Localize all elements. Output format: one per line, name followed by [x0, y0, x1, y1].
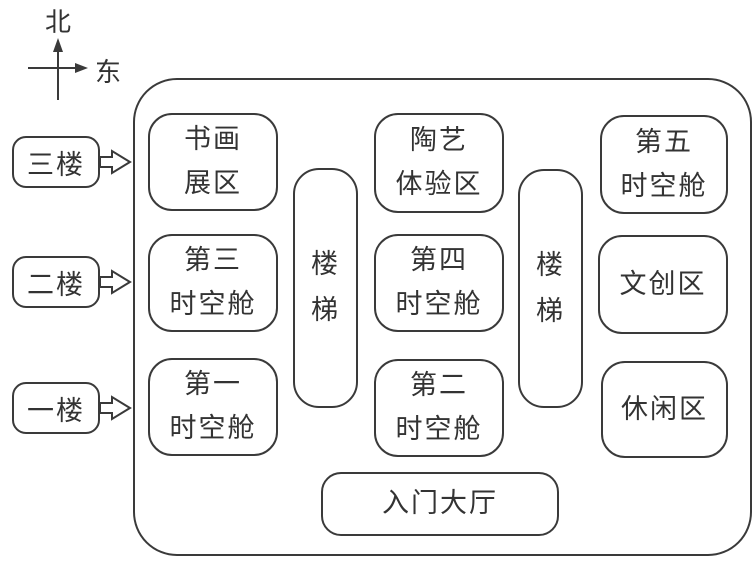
stairs-label: 楼 — [311, 249, 340, 280]
room-label: 时空舱 — [169, 289, 257, 320]
room-label: 第五 — [635, 126, 693, 158]
room-label: 展区 — [184, 168, 242, 199]
floor-3-arrow-icon — [99, 149, 132, 175]
room-capsule-1[interactable]: 第一 时空舱 — [148, 358, 278, 456]
room-pottery-experience[interactable]: 陶艺 体验区 — [374, 113, 504, 213]
room-label: 时空舱 — [620, 170, 708, 202]
room-label: 第二 — [410, 370, 468, 401]
room-label: 时空舱 — [395, 289, 483, 320]
floor-label-1: 一楼 — [12, 382, 100, 434]
floor-label-2: 二楼 — [12, 256, 100, 308]
room-label: 入门大厅 — [382, 488, 498, 519]
stairs-label: 梯 — [311, 295, 340, 326]
floor-1-arrow-icon — [99, 395, 132, 421]
floor-2-arrow-icon — [99, 269, 132, 295]
room-capsule-2[interactable]: 第二 时空舱 — [374, 359, 504, 457]
room-leisure[interactable]: 休闲区 — [601, 361, 728, 458]
room-label: 第三 — [184, 245, 242, 276]
north-label: 北 — [45, 8, 72, 38]
room-label: 文创区 — [619, 268, 707, 300]
floor-arrows — [99, 149, 132, 421]
room-label: 时空舱 — [169, 413, 257, 444]
east-label: 东 — [95, 58, 122, 88]
stairs-left[interactable]: 楼 梯 — [293, 168, 358, 408]
room-capsule-3[interactable]: 第三 时空舱 — [148, 234, 278, 332]
room-label: 陶艺 — [410, 125, 468, 156]
room-label: 体验区 — [395, 169, 483, 200]
room-capsule-5[interactable]: 第五 时空舱 — [600, 115, 728, 214]
room-label: 休闲区 — [621, 393, 708, 425]
room-capsule-4[interactable]: 第四 时空舱 — [374, 234, 504, 332]
stairs-label: 楼 — [536, 249, 565, 281]
room-calligraphy-exhibition[interactable]: 书画 展区 — [148, 113, 278, 211]
compass-arrows-icon — [28, 38, 88, 100]
room-label: 书画 — [184, 124, 242, 155]
room-entrance-lobby[interactable]: 入门大厅 — [321, 472, 559, 536]
stairs-label: 梯 — [536, 295, 565, 327]
building-outline — [133, 78, 752, 556]
room-label: 第一 — [184, 369, 242, 400]
room-label: 时空舱 — [395, 414, 483, 445]
room-cultural-creative[interactable]: 文创区 — [598, 235, 728, 334]
stairs-right[interactable]: 楼 梯 — [518, 169, 583, 408]
room-label: 第四 — [410, 245, 468, 276]
